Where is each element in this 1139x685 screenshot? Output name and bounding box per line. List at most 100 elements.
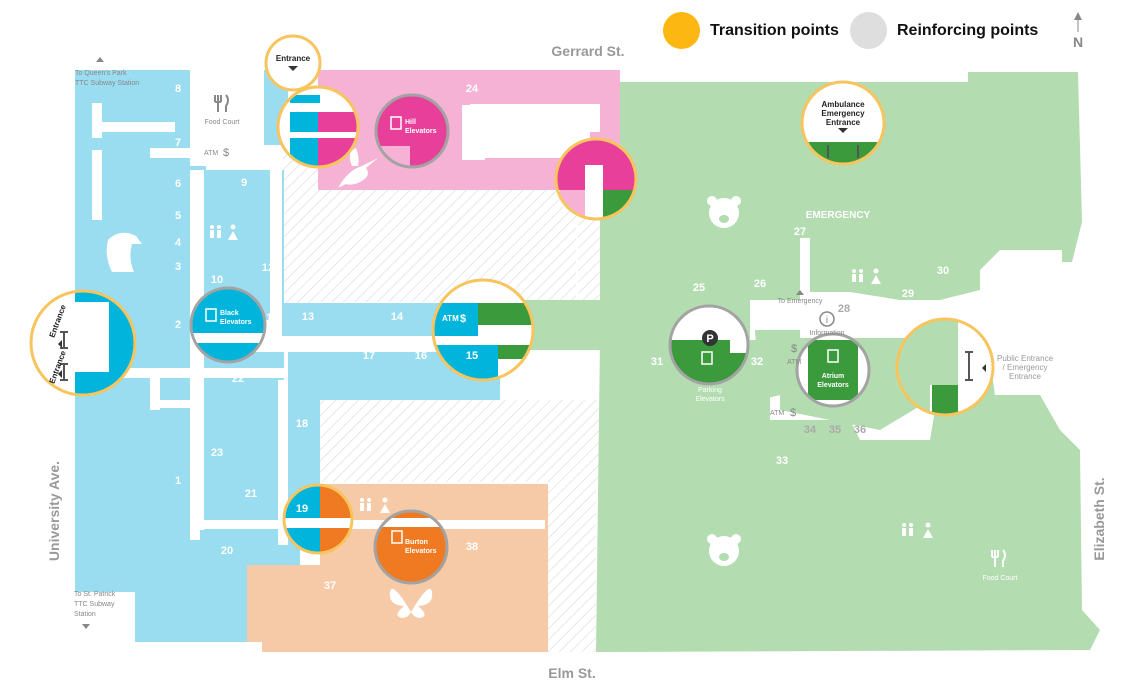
room-number: 33	[776, 455, 788, 467]
room-number: 27	[794, 226, 806, 238]
ambulance-entrance-label: Ambulance	[821, 100, 865, 109]
room-number: 16	[415, 350, 427, 362]
atm-dollar: $	[790, 407, 796, 419]
room-number: 23	[211, 447, 223, 459]
direction-st-patrick: TTC Subway	[74, 601, 115, 608]
room-number: 29	[902, 288, 914, 300]
room-number: 31	[651, 356, 663, 368]
atrium-elevators-label: Elevators	[817, 382, 849, 389]
room-number: 26	[754, 278, 766, 290]
room-number: 12	[262, 262, 274, 274]
room-number: 14	[391, 311, 404, 323]
room-number: 37	[324, 580, 336, 592]
reinforcing-swatch	[850, 12, 887, 49]
room-number: 30	[937, 265, 949, 277]
room-number: 18	[296, 418, 308, 430]
room-number: 11	[266, 312, 278, 324]
bear-icon	[707, 196, 741, 228]
atrium-elevators-label: Atrium	[822, 373, 845, 380]
ambulance-entrance-label: Entrance	[826, 118, 861, 127]
room-number: 24	[466, 83, 479, 95]
black-elevators-label: Elevators	[220, 319, 252, 326]
legend-reinforcing-label: Reinforcing points	[897, 21, 1039, 39]
transition-swatch	[663, 12, 700, 49]
street-university: University Ave.	[46, 461, 62, 561]
hill-elevators-label: Elevators	[405, 128, 437, 135]
room-number: 2	[175, 319, 181, 331]
reinforcing-points	[189, 93, 871, 585]
eagle-icon	[106, 232, 142, 272]
room-number: 6	[175, 178, 181, 190]
entrance-label: Entrance	[276, 54, 311, 63]
atm-label: ATM	[770, 410, 784, 417]
atm-label: ATM	[204, 150, 218, 157]
food-court-icon	[214, 94, 229, 112]
street-gerrard: Gerrard St.	[551, 43, 624, 59]
room-number: 7	[175, 137, 181, 149]
direction-queens-park: TTC Subway Station	[75, 80, 139, 87]
direction-emergency: To Emergency	[778, 298, 823, 305]
restroom-icon	[210, 224, 238, 240]
direction-st-patrick: To St. Patrick	[74, 591, 116, 598]
room-number: 4	[175, 237, 182, 249]
room-number: 10	[211, 274, 223, 286]
food-court-label: Food Court	[982, 575, 1017, 582]
burton-elevators-label: Burton	[405, 539, 428, 546]
legend-transition: Transition points	[663, 12, 839, 49]
parking-elevators-label: Parking	[698, 387, 722, 394]
information-label: Information	[809, 330, 844, 337]
room-number: 3	[175, 261, 181, 273]
room-number: 25	[693, 282, 705, 294]
room-number: 36	[854, 424, 866, 436]
butterfly-icon	[389, 588, 433, 618]
door-markers	[60, 145, 973, 381]
north-label: N	[1073, 34, 1083, 50]
arrow-up-icon	[796, 290, 804, 295]
atm-dollar: $	[460, 313, 466, 325]
atm-label: ATM	[442, 314, 459, 323]
restroom-icon	[360, 497, 390, 513]
arrow-up-icon	[96, 57, 104, 62]
room-number: 8	[175, 83, 181, 95]
elevator-icon	[205, 116, 839, 544]
direction-queens-park: To Queen's Park	[75, 70, 127, 77]
svg-text:P: P	[706, 333, 713, 345]
north-arrow-icon	[1074, 12, 1082, 32]
bear-icon	[707, 534, 741, 566]
black-elevators-label: Black	[220, 310, 239, 317]
burton-elevators-label: Elevators	[405, 548, 437, 555]
public-entrance-label: Public Entrance	[997, 354, 1054, 363]
room-number: 38	[466, 541, 478, 553]
room-number: 19	[296, 503, 308, 515]
atm-dollar: $	[791, 343, 797, 355]
public-entrance-label: Entrance	[1009, 372, 1042, 381]
room-number: 13	[302, 311, 314, 323]
hill-elevators-label: Hill	[405, 119, 416, 126]
restroom-icon	[902, 522, 933, 538]
room-number: 9	[241, 177, 247, 189]
room-number: 15	[466, 350, 478, 362]
public-entrance-label: / Emergency	[1003, 363, 1048, 372]
atm-dollar: $	[223, 147, 229, 159]
green-zone	[500, 72, 1100, 652]
room-number: 32	[751, 356, 763, 368]
room-number: 28	[838, 303, 850, 315]
room-number: 5	[175, 210, 181, 222]
room-number: 35	[829, 424, 841, 436]
arrow-down-icon	[82, 624, 90, 629]
info-icon	[819, 311, 835, 327]
food-court-icon	[991, 549, 1006, 567]
room-number: 21	[245, 488, 257, 500]
street-elm: Elm St.	[548, 665, 595, 681]
room-number: 22	[232, 373, 244, 385]
restroom-icon	[852, 268, 881, 284]
direction-st-patrick: Station	[74, 611, 96, 618]
legend-reinforcing: Reinforcing points	[850, 12, 1038, 49]
room-number: 1	[175, 475, 181, 487]
svg-text:i: i	[826, 315, 828, 326]
ambulance-entrance-label: Emergency	[821, 109, 865, 118]
legend-transition-label: Transition points	[710, 21, 839, 39]
room-number: 17	[363, 350, 375, 362]
food-court-label: Food Court	[204, 119, 239, 126]
